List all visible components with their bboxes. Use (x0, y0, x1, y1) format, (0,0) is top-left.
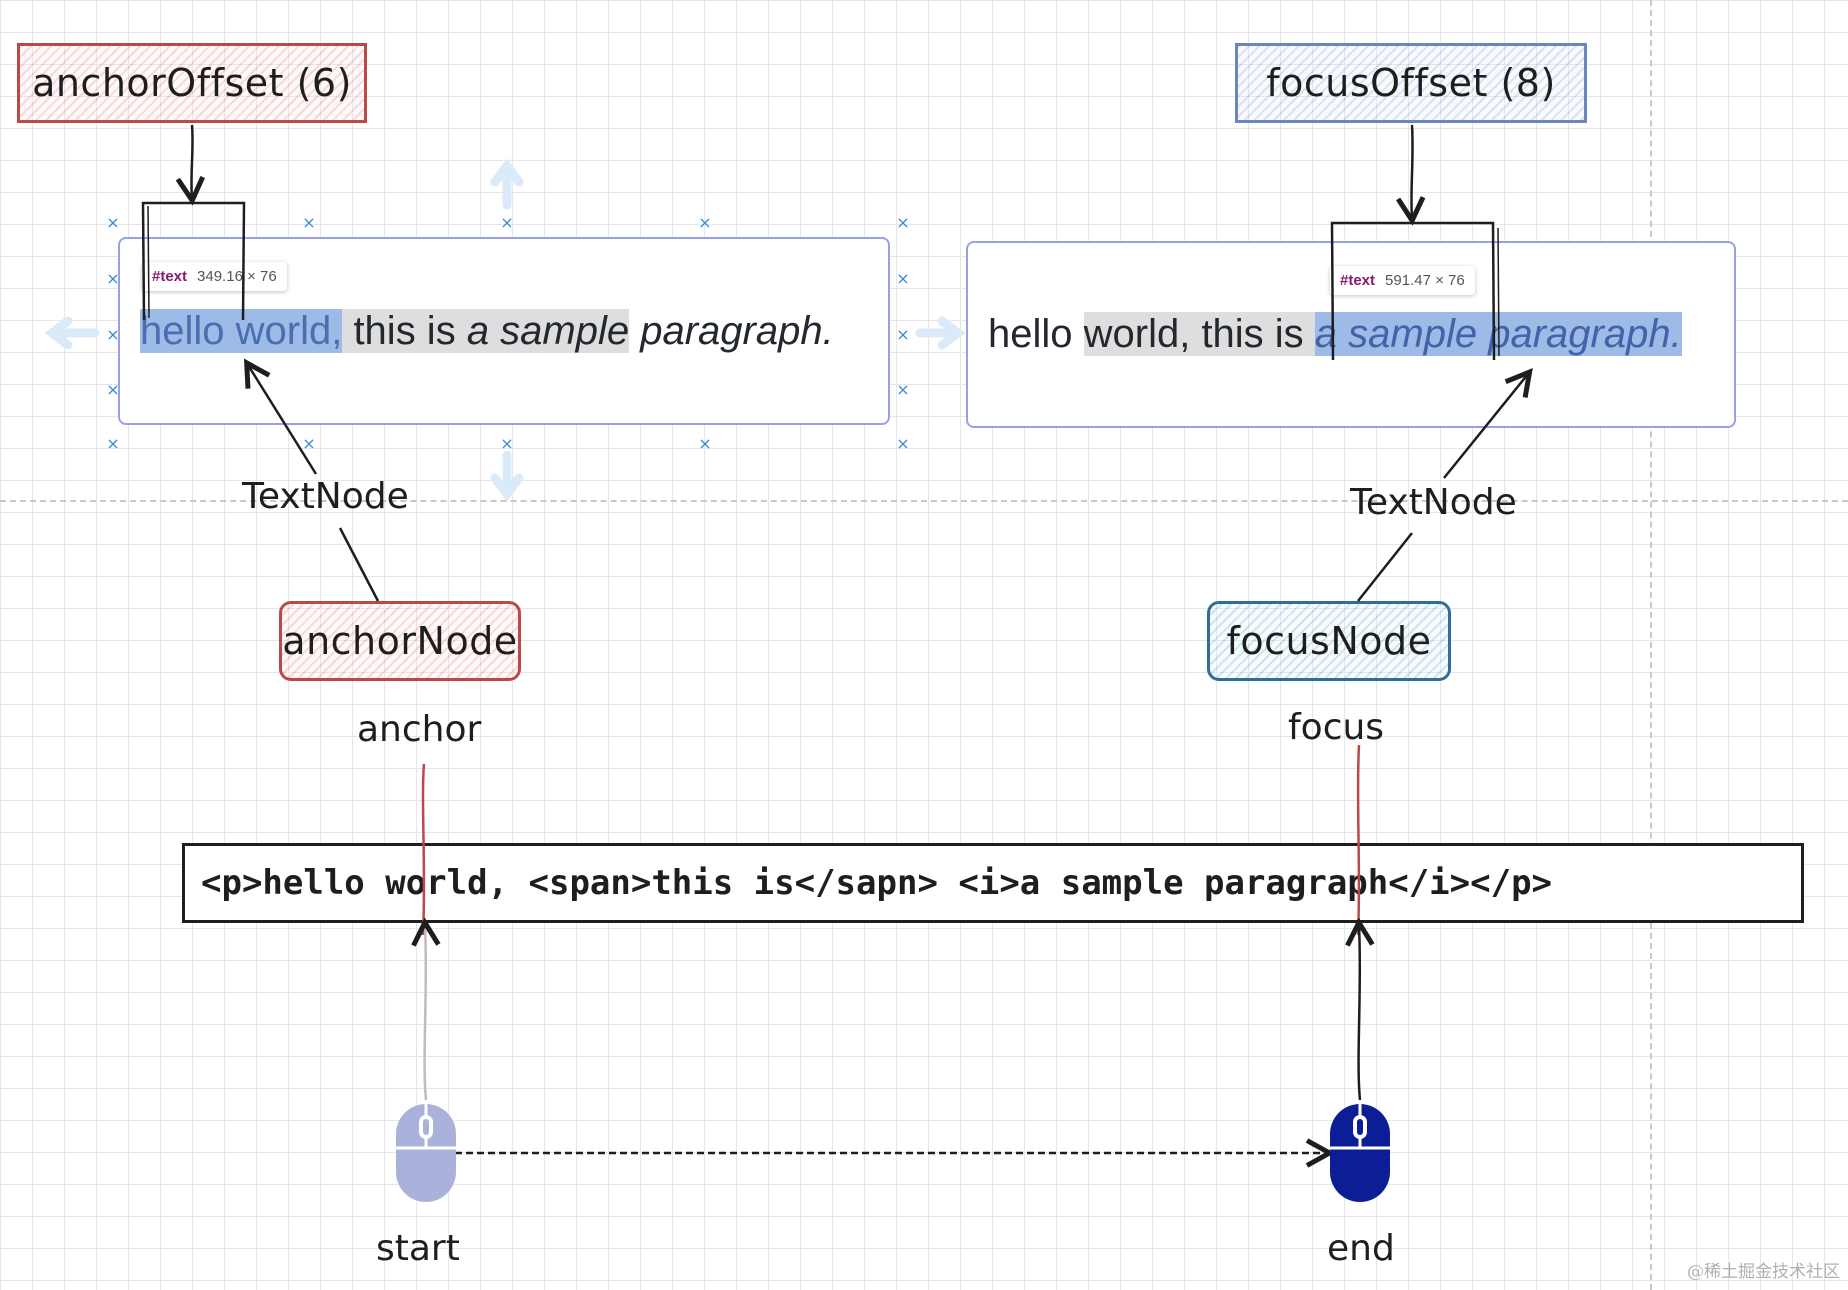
paragraph-right-text: hello world, this is a sample paragraph. (988, 312, 1682, 357)
paragraph-left-italic-sample: a sample (466, 308, 630, 353)
paragraph-right-selected-end: paragraph. (1477, 312, 1682, 356)
anchor-node-box: anchorNode (279, 601, 521, 681)
resize-handle-icon[interactable]: × (896, 269, 910, 288)
paragraph-left-text: hello world, this is a sample paragraph. (140, 308, 834, 354)
anchor-caret-line (421, 763, 426, 936)
resize-handle-icon[interactable]: × (302, 434, 316, 453)
html-code-bar: <p>hello world, <span>this is</sapn> <i>… (182, 843, 1804, 923)
paragraph-right-span: world, this is (1083, 312, 1315, 356)
resize-handle-icon[interactable]: × (698, 213, 712, 232)
mouse-icon-end (1330, 1104, 1390, 1202)
resize-handle-icon[interactable]: × (106, 213, 120, 232)
move-arrows-icon (44, 158, 966, 502)
focus-node-label: focusNode (1226, 619, 1432, 663)
mouse-icon-start (396, 1104, 456, 1202)
focus-offset-bracket (1330, 221, 1496, 361)
anchor-offset-arrow (191, 124, 192, 198)
focus-offset-label: focusOffset (8) (1266, 61, 1556, 105)
anchor-label: anchor (357, 709, 482, 750)
paragraph-left-italic-end: paragraph. (629, 308, 834, 353)
anchor-offset-bracket-inner (147, 205, 150, 319)
focus-node-box: focusNode (1207, 601, 1451, 681)
tooltip-left-size: 349.16 × 76 (197, 268, 277, 285)
focus-label: focus (1288, 707, 1385, 748)
watermark: @稀土掘金技术社区 (1687, 1262, 1840, 1282)
focus-text-node-line-lower (1357, 532, 1413, 602)
focus-caret-line (1356, 744, 1361, 936)
guide-line-horizontal (0, 500, 1848, 502)
guide-line-vertical (1650, 0, 1652, 1290)
anchor-offset-label: anchorOffset (6) (32, 61, 352, 105)
resize-handle-icon[interactable]: × (500, 213, 514, 232)
paragraph-left-selected: hello world, (140, 308, 343, 353)
end-mouse-line (1359, 925, 1360, 1101)
tooltip-right-tag: #text (1340, 272, 1376, 289)
anchor-offset-box: anchorOffset (6) (17, 43, 367, 123)
resize-handle-icon[interactable]: × (106, 380, 120, 399)
resize-handle-icon[interactable]: × (106, 269, 120, 288)
tooltip-right-size: 591.47 × 76 (1385, 272, 1465, 289)
text-tooltip-right: #text 591.47 × 76 (1330, 266, 1475, 295)
resize-handle-icon[interactable]: × (106, 434, 120, 453)
html-code-text: <p>hello world, <span>this is</sapn> <i>… (201, 863, 1553, 903)
anchor-text-node-line-upper (248, 365, 318, 475)
resize-handle-icon[interactable]: × (698, 434, 712, 453)
paragraph-left-span: this is (342, 308, 467, 353)
resize-handle-icon[interactable]: × (500, 434, 514, 453)
anchor-text-node-line-lower (338, 527, 380, 602)
text-tooltip-left: #text 349.16 × 76 (142, 262, 287, 291)
end-label: end (1327, 1228, 1395, 1269)
resize-handle-icon[interactable]: × (896, 434, 910, 453)
resize-handle-icon[interactable]: × (302, 213, 316, 232)
focus-offset-arrow (1411, 124, 1412, 218)
tooltip-left-tag: #text (152, 268, 188, 285)
anchor-offset-bracket (141, 201, 246, 321)
anchor-node-label: anchorNode (282, 619, 518, 663)
text-node-label-left: TextNode (242, 476, 409, 517)
focus-text-node-line-upper (1443, 374, 1528, 479)
focus-offset-box: focusOffset (8) (1235, 43, 1587, 123)
paragraph-right-start: hello (988, 312, 1084, 356)
start-mouse-line (425, 925, 426, 1101)
resize-handle-icon[interactable]: × (896, 213, 910, 232)
resize-handle-icon[interactable]: × (896, 325, 910, 344)
paragraph-right-selected-sample: a sample (1314, 312, 1478, 356)
start-label: start (376, 1228, 460, 1269)
resize-handle-icon[interactable]: × (896, 380, 910, 399)
focus-offset-bracket-inner (1497, 227, 1500, 357)
text-node-label-right: TextNode (1350, 482, 1517, 523)
resize-handle-icon[interactable]: × (106, 325, 120, 344)
